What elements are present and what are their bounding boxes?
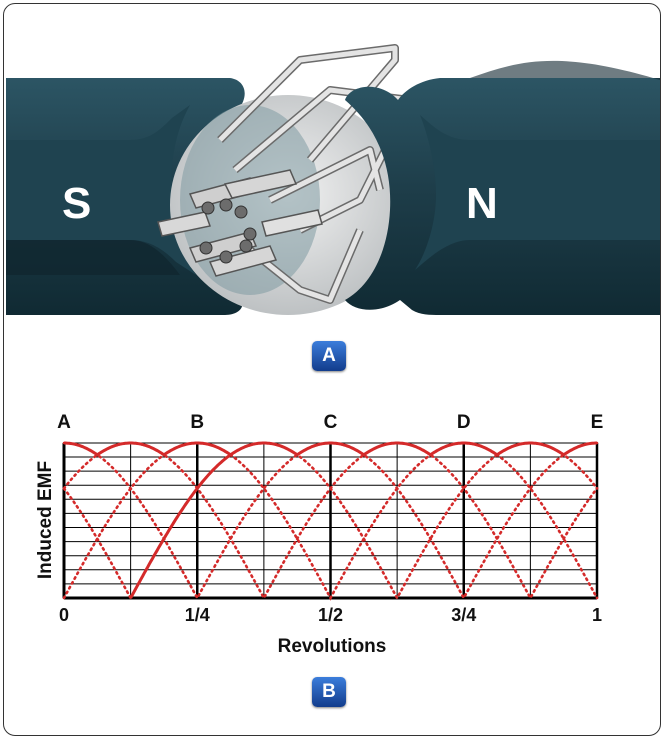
x-tick-label: 1/2 (318, 605, 343, 625)
y-axis-title: Induced EMF (35, 461, 56, 579)
x-tick-label: 3/4 (451, 605, 476, 625)
position-label: B (190, 412, 204, 433)
commutator (157, 169, 323, 277)
magnet-illustration: S N (6, 44, 660, 315)
solid-rising-curve (129, 453, 232, 599)
chart-series (62, 441, 599, 601)
north-pole (345, 60, 660, 315)
panel-a-badge: A (312, 341, 346, 371)
x-tick-label: 1 (592, 605, 602, 625)
south-pole-label: S (62, 179, 91, 228)
x-axis-title: Revolutions (278, 636, 387, 657)
x-tick-label: 0 (59, 605, 69, 625)
position-label: D (457, 412, 471, 433)
north-pole-label: N (466, 179, 498, 228)
solid-envelope-curve (64, 441, 597, 457)
position-label: C (324, 412, 338, 433)
position-label: E (591, 412, 604, 433)
position-label: A (57, 412, 71, 433)
panel-b-badge: B (312, 677, 346, 707)
x-tick-label: 1/4 (185, 605, 210, 625)
dotted-phase-curve (62, 441, 599, 601)
